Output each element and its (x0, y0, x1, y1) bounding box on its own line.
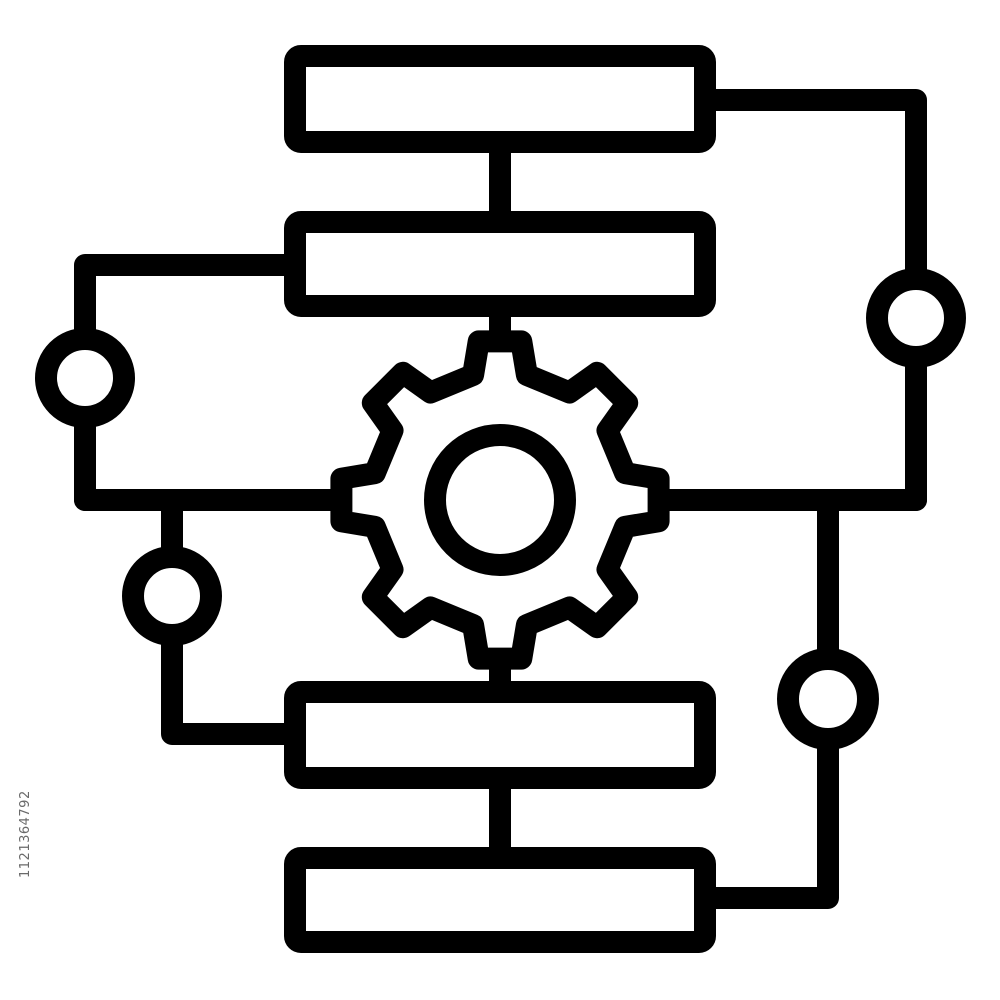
gear-icon (330, 330, 670, 670)
connector-lower-left-box3 (161, 625, 306, 745)
gear-hub (424, 424, 576, 576)
node-circle-lower-left (122, 546, 222, 646)
connector-box2-left-loop (74, 254, 306, 346)
process-box-1 (284, 45, 716, 153)
connector-nodes (35, 268, 966, 750)
process-box-4 (284, 847, 716, 953)
stock-id-watermark: 1121364792 (18, 790, 33, 878)
connector-top-right-loop (703, 89, 927, 291)
process-box-3 (284, 681, 716, 789)
node-circle-right (866, 268, 966, 368)
process-blocks (284, 45, 716, 953)
process-box-2 (284, 211, 716, 317)
connector-lower-right-box4 (703, 735, 839, 909)
node-circle-lower-right (777, 648, 879, 750)
node-circle-left (35, 328, 135, 428)
